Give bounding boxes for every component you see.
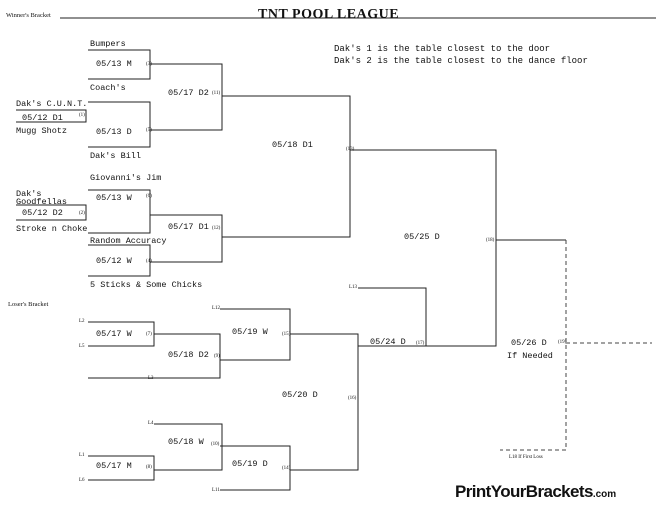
seed-l5: L5 bbox=[79, 344, 85, 349]
final-if-first-loss: L18 If First Loss bbox=[509, 455, 543, 460]
game-num-19: (19) bbox=[558, 340, 567, 345]
losers-bracket-label: Loser's Bracket bbox=[8, 301, 49, 308]
team-giovannis-jim: Giovanni's Jim bbox=[90, 173, 162, 183]
game-num-14: (14) bbox=[282, 466, 291, 471]
game-num-6: (6) bbox=[146, 194, 152, 199]
page-title: TNT POOL LEAGUE bbox=[258, 7, 400, 22]
game-w1: 05/12 D1 bbox=[22, 113, 63, 123]
game-num-15: (15) bbox=[282, 332, 291, 337]
game-w10: 05/25 D bbox=[404, 232, 440, 242]
team-five-sticks: 5 Sticks & Some Chicks bbox=[90, 280, 203, 290]
team-mugg-shotz: Mugg Shotz bbox=[16, 126, 68, 136]
game-num-13: (13) bbox=[346, 147, 355, 152]
game-num-10: (10) bbox=[211, 442, 220, 447]
team-stroke-n-choke: Stroke n Choke bbox=[16, 224, 88, 234]
game-l4: 05/18 W bbox=[168, 437, 204, 447]
note-line-2: Dak's 2 is the table closest to the danc… bbox=[334, 56, 588, 66]
game-l7: 05/20 D bbox=[282, 390, 318, 400]
brand-name: PrintYourBrackets bbox=[455, 482, 593, 501]
game-w6: 05/12 W bbox=[96, 256, 132, 266]
seed-l2: L2 bbox=[79, 319, 85, 324]
game-num-12: (12) bbox=[212, 226, 221, 231]
brand-logo: PrintYourBrackets.com bbox=[455, 483, 616, 500]
team-bumpers: Bumpers bbox=[90, 39, 126, 49]
game-w2: 05/12 D2 bbox=[22, 208, 63, 218]
seed-l6: L6 bbox=[79, 478, 85, 483]
game-w9: 05/18 D1 bbox=[272, 140, 313, 150]
game-l2: 05/18 D2 bbox=[168, 350, 209, 360]
team-daks-goodfellas-line2: Goodfellas bbox=[16, 197, 68, 207]
seed-l3: L3 bbox=[148, 376, 154, 381]
game-w7: 05/17 D2 bbox=[168, 88, 209, 98]
game-w5: 05/13 W bbox=[96, 193, 132, 203]
game-num-18: (18) bbox=[486, 238, 495, 243]
game-l8: 05/24 D bbox=[370, 337, 406, 347]
game-num-11: (11) bbox=[212, 91, 221, 96]
game-l3: 05/19 W bbox=[232, 327, 268, 337]
game-w4: 05/13 D bbox=[96, 127, 132, 137]
seed-l4: L4 bbox=[148, 421, 154, 426]
game-w8: 05/17 D1 bbox=[168, 222, 209, 232]
game-l1: 05/17 W bbox=[96, 329, 132, 339]
game-l5: 05/17 M bbox=[96, 461, 132, 471]
game-num-2: (2) bbox=[79, 211, 85, 216]
seed-l1: L1 bbox=[79, 453, 85, 458]
game-num-5: (5) bbox=[146, 128, 152, 133]
game-final: 05/26 D bbox=[511, 338, 547, 348]
team-daks-bill: Dak's Bill bbox=[90, 151, 142, 161]
game-w3: 05/13 M bbox=[96, 59, 132, 69]
seed-l13: L13 bbox=[349, 285, 358, 290]
note-line-1: Dak's 1 is the table closest to the door bbox=[334, 44, 551, 54]
game-num-17: (17) bbox=[416, 341, 425, 346]
seed-l11: L11 bbox=[212, 488, 220, 493]
seed-l12: L12 bbox=[212, 306, 221, 311]
game-num-16: (16) bbox=[348, 396, 357, 401]
game-num-1: (1) bbox=[79, 113, 85, 118]
team-daks-cunt: Dak's C.U.N.T. bbox=[16, 99, 88, 109]
team-daks-goodfellas-line1: Dak's bbox=[16, 189, 42, 199]
game-num-3: (3) bbox=[146, 62, 152, 67]
game-l6: 05/19 D bbox=[232, 459, 268, 469]
brand-suffix: .com bbox=[592, 489, 617, 500]
team-coachs: Coach's bbox=[90, 83, 126, 93]
game-num-9: (9) bbox=[214, 354, 220, 359]
game-num-4: (4) bbox=[146, 259, 152, 264]
game-num-7: (7) bbox=[146, 332, 152, 337]
winners-bracket-label: Winner's Bracket bbox=[6, 12, 51, 19]
final-if-needed: If Needed bbox=[507, 351, 553, 361]
game-num-8: (8) bbox=[146, 465, 152, 470]
team-random-accuracy: Random Accuracy bbox=[90, 236, 167, 246]
